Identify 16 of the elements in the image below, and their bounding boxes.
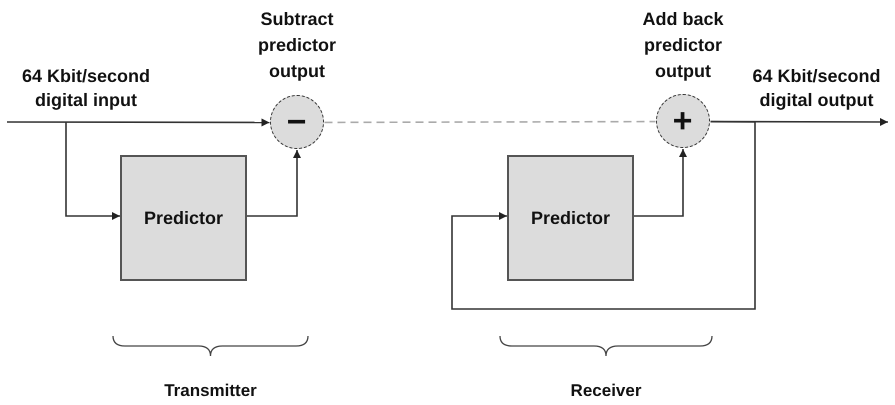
section-label: Receiver: [570, 381, 642, 401]
arrow: [247, 150, 301, 217]
add-junction: +: [656, 94, 710, 148]
arrow: [65, 122, 120, 220]
arrow: [7, 118, 270, 126]
arrow: [451, 120, 756, 310]
predictor-block: Predictor: [120, 155, 247, 281]
signal-label: 64 Kbit/second digital input: [20, 65, 152, 112]
section-label: Transmitter: [163, 381, 258, 401]
junction-caption: Subtract predictor output: [256, 8, 337, 83]
junction-caption: Add back predictor output: [641, 8, 725, 83]
predictor-block: Predictor: [507, 155, 634, 281]
signal-label: 64 Kbit/second digital output: [751, 65, 882, 112]
dashed-connector: [324, 120, 656, 124]
arrow: [634, 149, 687, 217]
subtract-junction: −: [270, 95, 324, 149]
